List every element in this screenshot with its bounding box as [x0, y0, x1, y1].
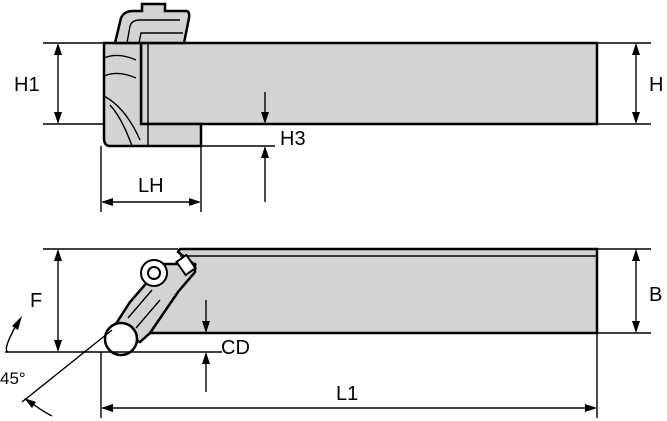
arrowhead: [261, 146, 269, 158]
arrowhead: [585, 404, 597, 412]
b-dimension: B: [597, 248, 662, 334]
side-view-clamp: [113, 2, 191, 45]
arrowhead: [101, 404, 113, 412]
side-view: [102, 2, 599, 148]
h1-dimension: H1: [14, 42, 104, 125]
clamp-screw-socket-icon: [147, 266, 161, 280]
arrowhead: [54, 43, 62, 55]
top-view: [103, 247, 599, 357]
side-view-clamp-detail: [126, 19, 180, 44]
side-view-shank: [139, 41, 599, 126]
f-dimension: F: [5, 248, 222, 353]
arrowhead: [54, 340, 62, 352]
cd-dimension: CD: [150, 300, 250, 392]
cd-label: CD: [221, 337, 250, 359]
side-view-insert-curve: [109, 104, 133, 147]
side-view-insert-curve: [103, 54, 137, 61]
arrowhead: [24, 398, 36, 408]
side-view-insert-curve: [103, 95, 141, 141]
angle-dimension: 45°: [0, 316, 113, 417]
round-insert-icon: [103, 321, 139, 357]
top-view-shank: [148, 247, 599, 335]
h-dimension: H: [597, 42, 663, 125]
insert-seat: [127, 289, 153, 319]
side-view-clamp-detail: [138, 32, 183, 44]
arrowhead: [632, 249, 640, 261]
arrowhead: [202, 321, 210, 333]
lh-dimension: LH: [100, 146, 202, 212]
side-view-head: [102, 41, 203, 148]
arrowhead: [54, 249, 62, 261]
arrowhead: [632, 321, 640, 333]
insert-seat: [135, 299, 161, 329]
l1-label: L1: [336, 383, 358, 405]
arrowhead: [632, 112, 640, 124]
clamp-tab: [175, 253, 197, 277]
f-label: F: [30, 290, 42, 312]
l1-dimension: L1: [100, 333, 598, 418]
arrowhead: [202, 352, 210, 364]
arrowhead: [261, 112, 269, 124]
angle-line: [21, 329, 113, 403]
h1-label: H1: [14, 74, 40, 96]
h3-dimension: H3: [201, 92, 306, 202]
arrowhead: [12, 316, 22, 330]
arrowhead: [189, 198, 201, 206]
arrowhead: [54, 112, 62, 124]
arrowhead: [101, 198, 113, 206]
h-label: H: [649, 74, 663, 96]
b-label: B: [649, 284, 662, 306]
arrowhead: [632, 43, 640, 55]
side-view-insert-curve: [103, 72, 137, 79]
h3-label: H3: [280, 128, 306, 150]
lh-label: LH: [138, 175, 164, 197]
angle-label: 45°: [0, 369, 26, 388]
